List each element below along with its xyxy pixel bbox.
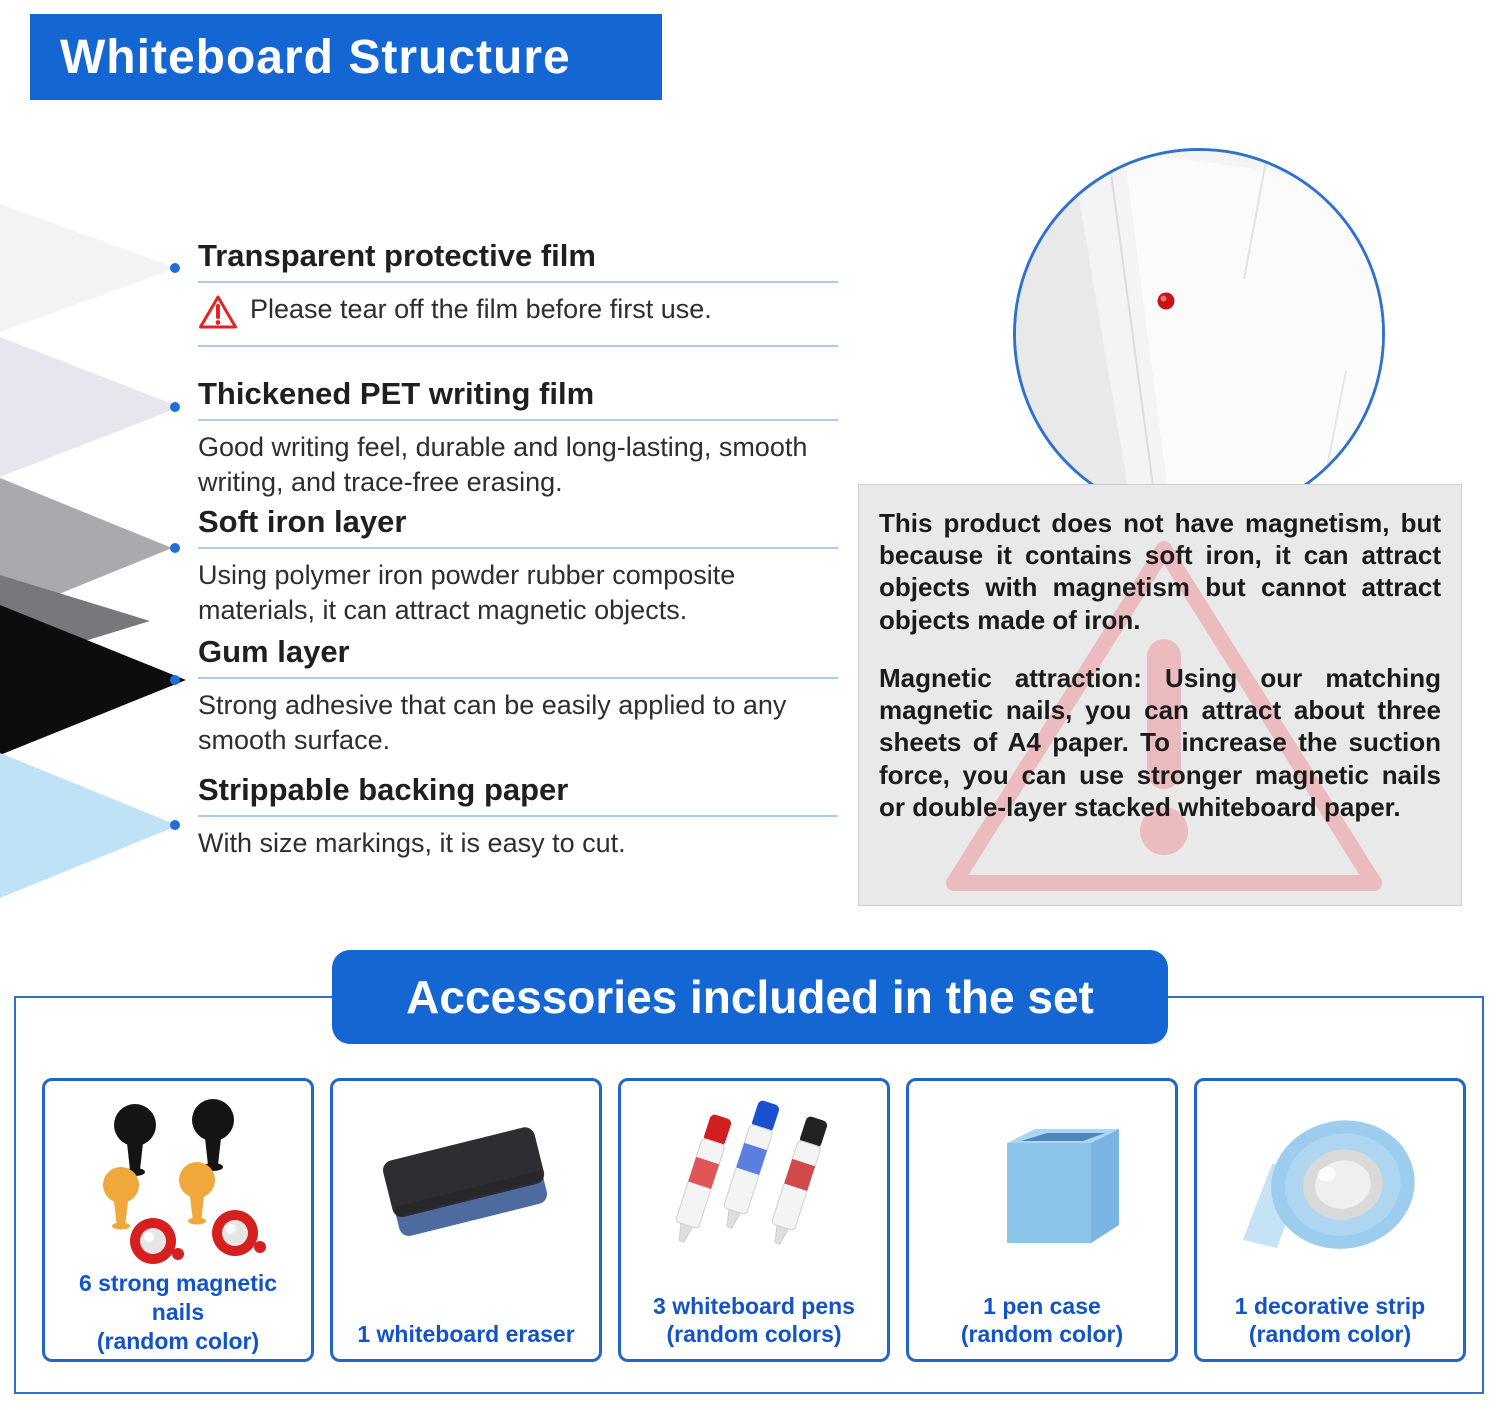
red-push-pin-icon [1157,292,1175,310]
whiteboard-sheet-image [1016,151,1382,517]
accessory-label: 1 whiteboard eraser [357,1321,575,1348]
layer-dot [170,263,180,273]
page-title: Whiteboard Structure [30,14,662,100]
accessory-card-pen-case: 1 pen case (random color) [906,1078,1178,1362]
accessories-title: Accessories included in the set [332,950,1168,1044]
whiteboard-pens-icon [649,1089,859,1273]
magnetism-notice-box: This product does not have magnetism, bu… [858,484,1462,906]
section-heading: Soft iron layer [198,504,838,549]
section-gum: Gum layer Strong adhesive that can be ea… [198,634,838,757]
pen-case-icon [937,1089,1147,1273]
layer-dot [170,675,180,685]
section-body: Using polymer iron powder rubber composi… [198,560,736,625]
section-body: Strong adhesive that can be easily appli… [198,690,787,755]
layer-dot [170,543,180,553]
section-heading: Thickened PET writing film [198,376,838,421]
section-heading: Strippable backing paper [198,772,838,817]
layer-shape-backing-paper [0,753,178,898]
decorative-strip-icon [1225,1089,1435,1273]
accessory-card-eraser: 1 whiteboard eraser [330,1078,602,1362]
accessory-card-magnetic-nails: 6 strong magnetic nails (random color) [42,1078,314,1362]
accessory-label: 6 strong magnetic nails (random color) [78,1270,278,1354]
section-pet-film: Thickened PET writing film Good writing … [198,376,838,499]
section-body: Please tear off the film before first us… [250,294,712,324]
notice-paragraph-2: Magnetic attraction: Using our matching … [879,662,1441,822]
section-protective-film: Transparent protective film Please tear … [198,238,838,347]
whiteboard-photo [1013,148,1385,520]
layer-dot [170,402,180,412]
section-body: Good writing feel, durable and long-last… [198,432,808,497]
layer-shape-pet-film [0,337,180,477]
accessory-card-pens: 3 whiteboard pens (random colors) [618,1078,890,1362]
accessory-label: 3 whiteboard pens (random colors) [653,1292,855,1348]
layer-shape-protective-film [0,204,176,332]
section-heading: Gum layer [198,634,838,679]
warning-icon [198,294,238,335]
notice-paragraph-1: This product does not have magnetism, bu… [879,508,1441,635]
accessory-label: 1 decorative strip (random color) [1234,1292,1426,1348]
section-backing-paper: Strippable backing paper With size marki… [198,772,838,861]
accessory-card-decorative-strip: 1 decorative strip (random color) [1194,1078,1466,1362]
section-soft-iron: Soft iron layer Using polymer iron powde… [198,504,838,627]
section-heading: Transparent protective film [198,238,838,283]
accessory-label: 1 pen case (random color) [960,1292,1124,1348]
magnetic-nails-icon [73,1089,283,1269]
whiteboard-eraser-icon [361,1089,571,1273]
layer-dot [170,820,180,830]
section-body: With size markings, it is easy to cut. [198,828,626,858]
